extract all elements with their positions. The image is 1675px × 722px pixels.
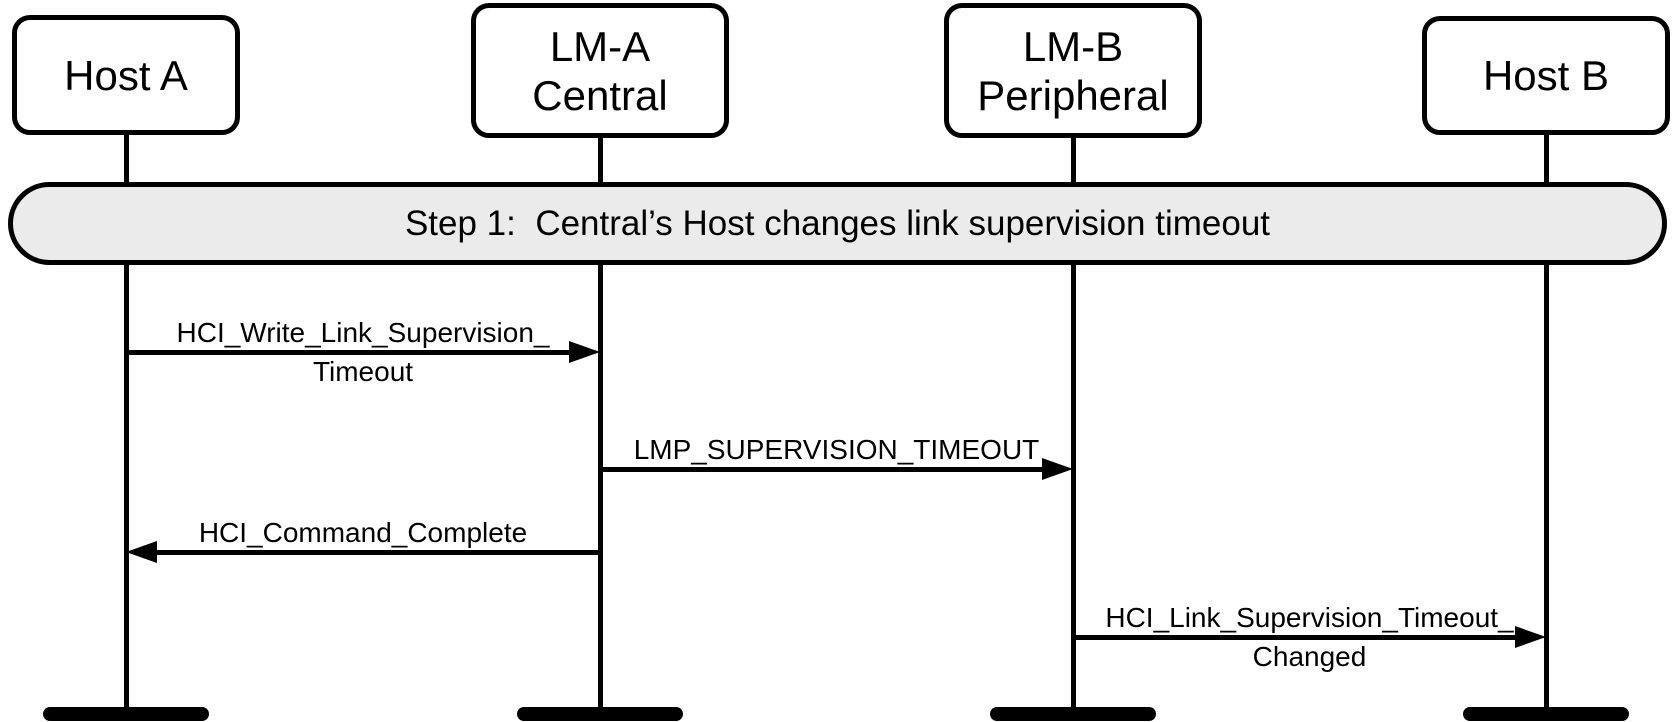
message-3-line [152,550,600,555]
lifeline-lm-b-peripheral [1070,136,1076,714]
participant-label-line2: Peripheral [977,71,1169,119]
participant-label-line1: LM-A [549,22,651,70]
message-3-arrowhead-left-icon [126,541,157,563]
participant-label-line1: LM-B [1022,22,1124,70]
message-2-line [600,467,1047,472]
participant-box-host-a: Host A [12,15,240,135]
message-1-label-line1: HCI_Write_Link_Supervision_ [176,317,550,348]
message-1-label-line2: Timeout [312,356,414,387]
participant-label-line2: Central [532,71,668,119]
participant-label: Host B [1482,52,1610,99]
message-4-line [1073,635,1519,640]
message-2-label: LMP_SUPERVISION_TIMEOUT [633,434,1040,465]
participant-box-host-b: Host B [1422,16,1670,135]
message-1-line [126,350,574,355]
message-4-arrowhead-right-icon [1515,626,1546,648]
lifeline-end-bar-host-b [1463,707,1629,721]
participant-label: Host A [64,51,188,99]
message-4-label-line1: HCI_Link_Supervision_Timeout_ [1105,602,1514,633]
lifeline-end-bar-lm-a-central [517,707,683,721]
message-3-label: HCI_Command_Complete [198,517,528,548]
message-4-label-line2: Changed [1252,641,1367,672]
lifeline-host-b [1543,133,1549,714]
lifeline-lm-a-central [597,136,603,714]
message-1-arrowhead-right-icon [569,341,600,363]
message-2-arrowhead-right-icon [1042,458,1073,480]
participant-box-lm-b-peripheral: LM-B Peripheral [944,3,1202,138]
step-banner: Step 1: Central’s Host changes link supe… [8,182,1667,265]
participant-box-lm-a-central: LM-A Central [471,3,729,138]
lifeline-end-bar-lm-b-peripheral [990,707,1156,721]
lifeline-host-a [123,133,129,714]
lifeline-end-bar-host-a [43,707,209,721]
step-banner-label: Step 1: Central’s Host changes link supe… [404,203,1271,243]
